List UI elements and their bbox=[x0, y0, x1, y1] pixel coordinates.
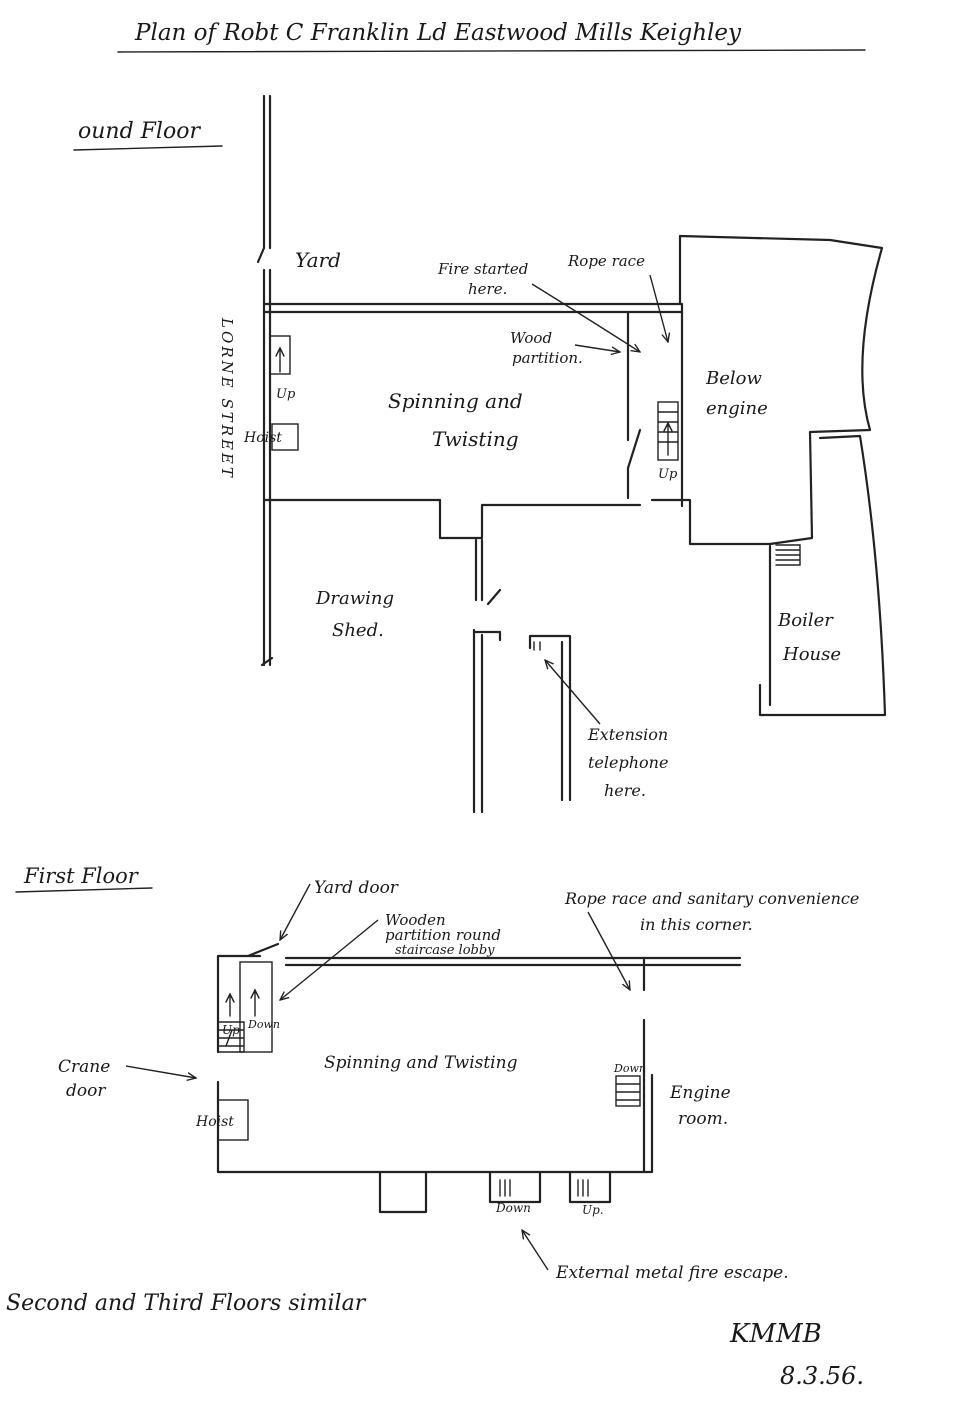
first-floor-heading: First Floor bbox=[23, 864, 140, 888]
wooden-partition-arrow bbox=[280, 919, 379, 1000]
first-floor-hoist-box bbox=[217, 1099, 249, 1141]
fire-escape-up-label: Up. bbox=[582, 1203, 604, 1217]
fire-escape-stair-treads bbox=[499, 1179, 589, 1197]
first-floor-hoist-label: Hoist bbox=[195, 1114, 234, 1130]
right-stair-up-label: Up bbox=[658, 467, 678, 482]
staircase-lobby bbox=[239, 961, 273, 1053]
lorne-street-label: LORNE STREET bbox=[218, 317, 236, 480]
yard-door-label: Yard door bbox=[314, 878, 399, 898]
boiler-house-label-1: Boiler bbox=[777, 610, 834, 631]
drawing-shed-walls bbox=[472, 538, 572, 814]
wood-partition-label-2: partition. bbox=[512, 349, 583, 367]
wood-partition-label-1: Wood bbox=[510, 329, 552, 347]
first-floor-heading-underline bbox=[15, 887, 153, 893]
extension-telephone-label-2: telephone bbox=[588, 753, 668, 772]
ground-floor-plan: ound Floor LORNE STREET Up Hoist Up Yard… bbox=[73, 94, 887, 814]
spinning-twisting-label-1: Spinning and bbox=[388, 389, 523, 413]
below-engine-label-2: engine bbox=[706, 398, 768, 419]
spinning-room-walls bbox=[262, 302, 772, 546]
engine-room-walls bbox=[678, 234, 887, 717]
first-floor-down-label: Down bbox=[247, 1018, 280, 1031]
crane-door-label-1: Crane bbox=[58, 1057, 110, 1077]
ground-floor-heading: ound Floor bbox=[78, 119, 201, 144]
rope-race-corner-label-1: Rope race and sanitary convenience bbox=[564, 889, 859, 908]
left-stair bbox=[269, 335, 291, 375]
below-engine-label-1: Below bbox=[705, 368, 762, 389]
first-floor-up-label: Up bbox=[222, 1023, 240, 1037]
rope-race-arrow bbox=[649, 274, 668, 342]
rope-race-label: Rope race bbox=[567, 252, 645, 270]
right-stair-treads bbox=[657, 411, 679, 456]
fire-started-label-1: Fire started bbox=[437, 260, 528, 278]
rope-race-corner-label-2: in this corner. bbox=[640, 915, 753, 934]
fire-escape-label: External metal fire escape. bbox=[555, 1263, 789, 1283]
engine-room-down-label: Down bbox=[613, 1062, 646, 1075]
right-stair bbox=[657, 401, 679, 461]
left-stair-arrow bbox=[275, 346, 285, 373]
boiler-house-label-2: House bbox=[782, 644, 841, 665]
telephone-arrow bbox=[545, 660, 601, 725]
fire-escape-down-label: Down bbox=[495, 1201, 531, 1215]
drawing-shed-label-1: Drawing bbox=[315, 588, 394, 609]
wood-partition-arrow bbox=[574, 344, 620, 352]
ground-floor-heading-underline bbox=[73, 145, 223, 151]
first-floor-spinning-label: Spinning and Twisting bbox=[324, 1053, 518, 1073]
first-floor-lobby-arrows bbox=[225, 988, 260, 1017]
extension-telephone-label-3: here. bbox=[604, 781, 646, 800]
plan-date: 8.3.56. bbox=[780, 1362, 864, 1390]
wooden-partition-label-2: partition round bbox=[385, 926, 501, 944]
street-wall bbox=[256, 94, 274, 667]
engine-room-label-1: Engine bbox=[669, 1083, 731, 1103]
left-stair-up-label: Up bbox=[276, 387, 296, 402]
boiler-steps bbox=[775, 544, 801, 566]
telephone-marker bbox=[533, 641, 541, 651]
wooden-partition-label-3: staircase lobby bbox=[395, 943, 495, 958]
first-floor-bays bbox=[378, 1170, 612, 1214]
engine-room-stair bbox=[615, 1075, 641, 1107]
ground-hoist-label: Hoist bbox=[243, 430, 282, 446]
first-floor-plan: First Floor Down Up Hoist Down Down Up. … bbox=[15, 864, 859, 1283]
ground-hoist-box bbox=[271, 423, 299, 451]
drawing-shed-label-2: Shed. bbox=[332, 620, 384, 641]
plan-title: Plan of Robt C Franklin Ld Eastwood Mill… bbox=[134, 20, 742, 46]
author-initials: KMMB bbox=[729, 1319, 822, 1349]
engine-room-stair-treads bbox=[615, 1083, 641, 1101]
yard-label: Yard bbox=[295, 248, 341, 272]
first-floor-left-stair bbox=[217, 1021, 245, 1053]
fire-started-arrow bbox=[531, 283, 640, 352]
first-floor-walls bbox=[216, 942, 742, 1174]
crane-door-label-2: door bbox=[66, 1081, 106, 1101]
fire-started-label-2: here. bbox=[468, 280, 507, 298]
spinning-twisting-label-2: Twisting bbox=[432, 427, 519, 451]
wooden-partition-label-1: Wooden bbox=[385, 911, 446, 929]
crane-door-arrow bbox=[125, 1065, 196, 1078]
extension-telephone-label-1: Extension bbox=[587, 725, 668, 744]
yard-door-arrow bbox=[280, 883, 311, 940]
second-third-floors-note: Second and Third Floors similar bbox=[6, 1291, 367, 1316]
rope-race-corner-arrow bbox=[587, 911, 630, 990]
title-underline bbox=[117, 49, 866, 53]
engine-room-label-2: room. bbox=[678, 1109, 728, 1129]
fire-escape-arrow bbox=[522, 1230, 549, 1271]
